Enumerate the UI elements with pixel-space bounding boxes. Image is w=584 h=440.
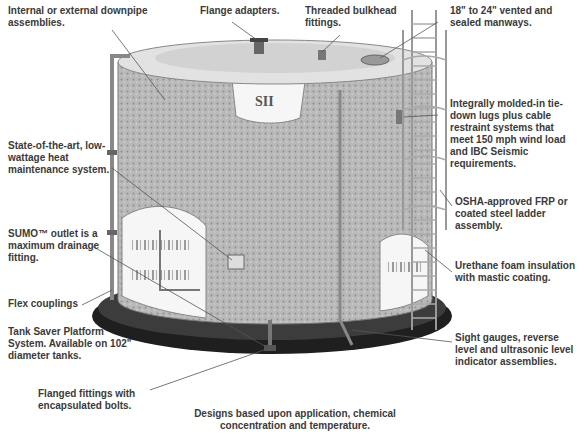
cutaway [380, 234, 428, 311]
leader-lines [82, 22, 452, 390]
heat-trace [160, 230, 200, 290]
callout-label: Urethane foam insulation with mastic coa… [455, 260, 580, 284]
tank-top [118, 40, 432, 84]
flange-adapter [254, 40, 264, 54]
sight-gauge [340, 90, 352, 345]
manway [361, 55, 389, 65]
callout-label: SUMO™ outlet is a maximum drainage fitti… [8, 228, 103, 264]
callout-label: OSHA-approved FRP or coated steel ladder… [455, 196, 580, 232]
downpipe [112, 56, 130, 300]
callout-label: Designs based upon application, chemical… [175, 408, 415, 432]
flanged-fitting [264, 345, 276, 351]
flange-adapter [250, 38, 268, 42]
callout-label: Internal or external downpipe assemblies… [8, 5, 188, 29]
callout-label: 18" to 24" vented and sealed manways. [450, 5, 580, 29]
callout-label: Sight gauges, reverse level and ultrason… [455, 332, 580, 368]
ladder-rungs [412, 24, 436, 318]
logo-mark: SII [255, 94, 274, 109]
ladder-cage [403, 56, 446, 210]
callout-label: Flanged fittings with encapsulated bolts… [38, 388, 158, 412]
callout-label: Tank Saver Platform System. Available on… [8, 326, 133, 362]
tank-dome [155, 43, 395, 73]
callout-label: Threaded bulkhead fittings. [305, 5, 405, 29]
callout-label: Flex couplings [8, 298, 103, 310]
tank-body [118, 62, 432, 324]
cutaway [122, 206, 206, 318]
flex-coupling [107, 230, 117, 235]
tank-wall-stripes [386, 262, 422, 272]
callout-label: State-of-the-art, low-wattage heat maint… [8, 140, 118, 176]
callout-label: Integrally molded-in tie-down lugs plus … [450, 98, 580, 170]
ladder [403, 10, 446, 330]
callout-label: Flange adapters. [200, 5, 300, 17]
flex-coupling [107, 150, 117, 155]
sumo-outlet [228, 255, 244, 269]
